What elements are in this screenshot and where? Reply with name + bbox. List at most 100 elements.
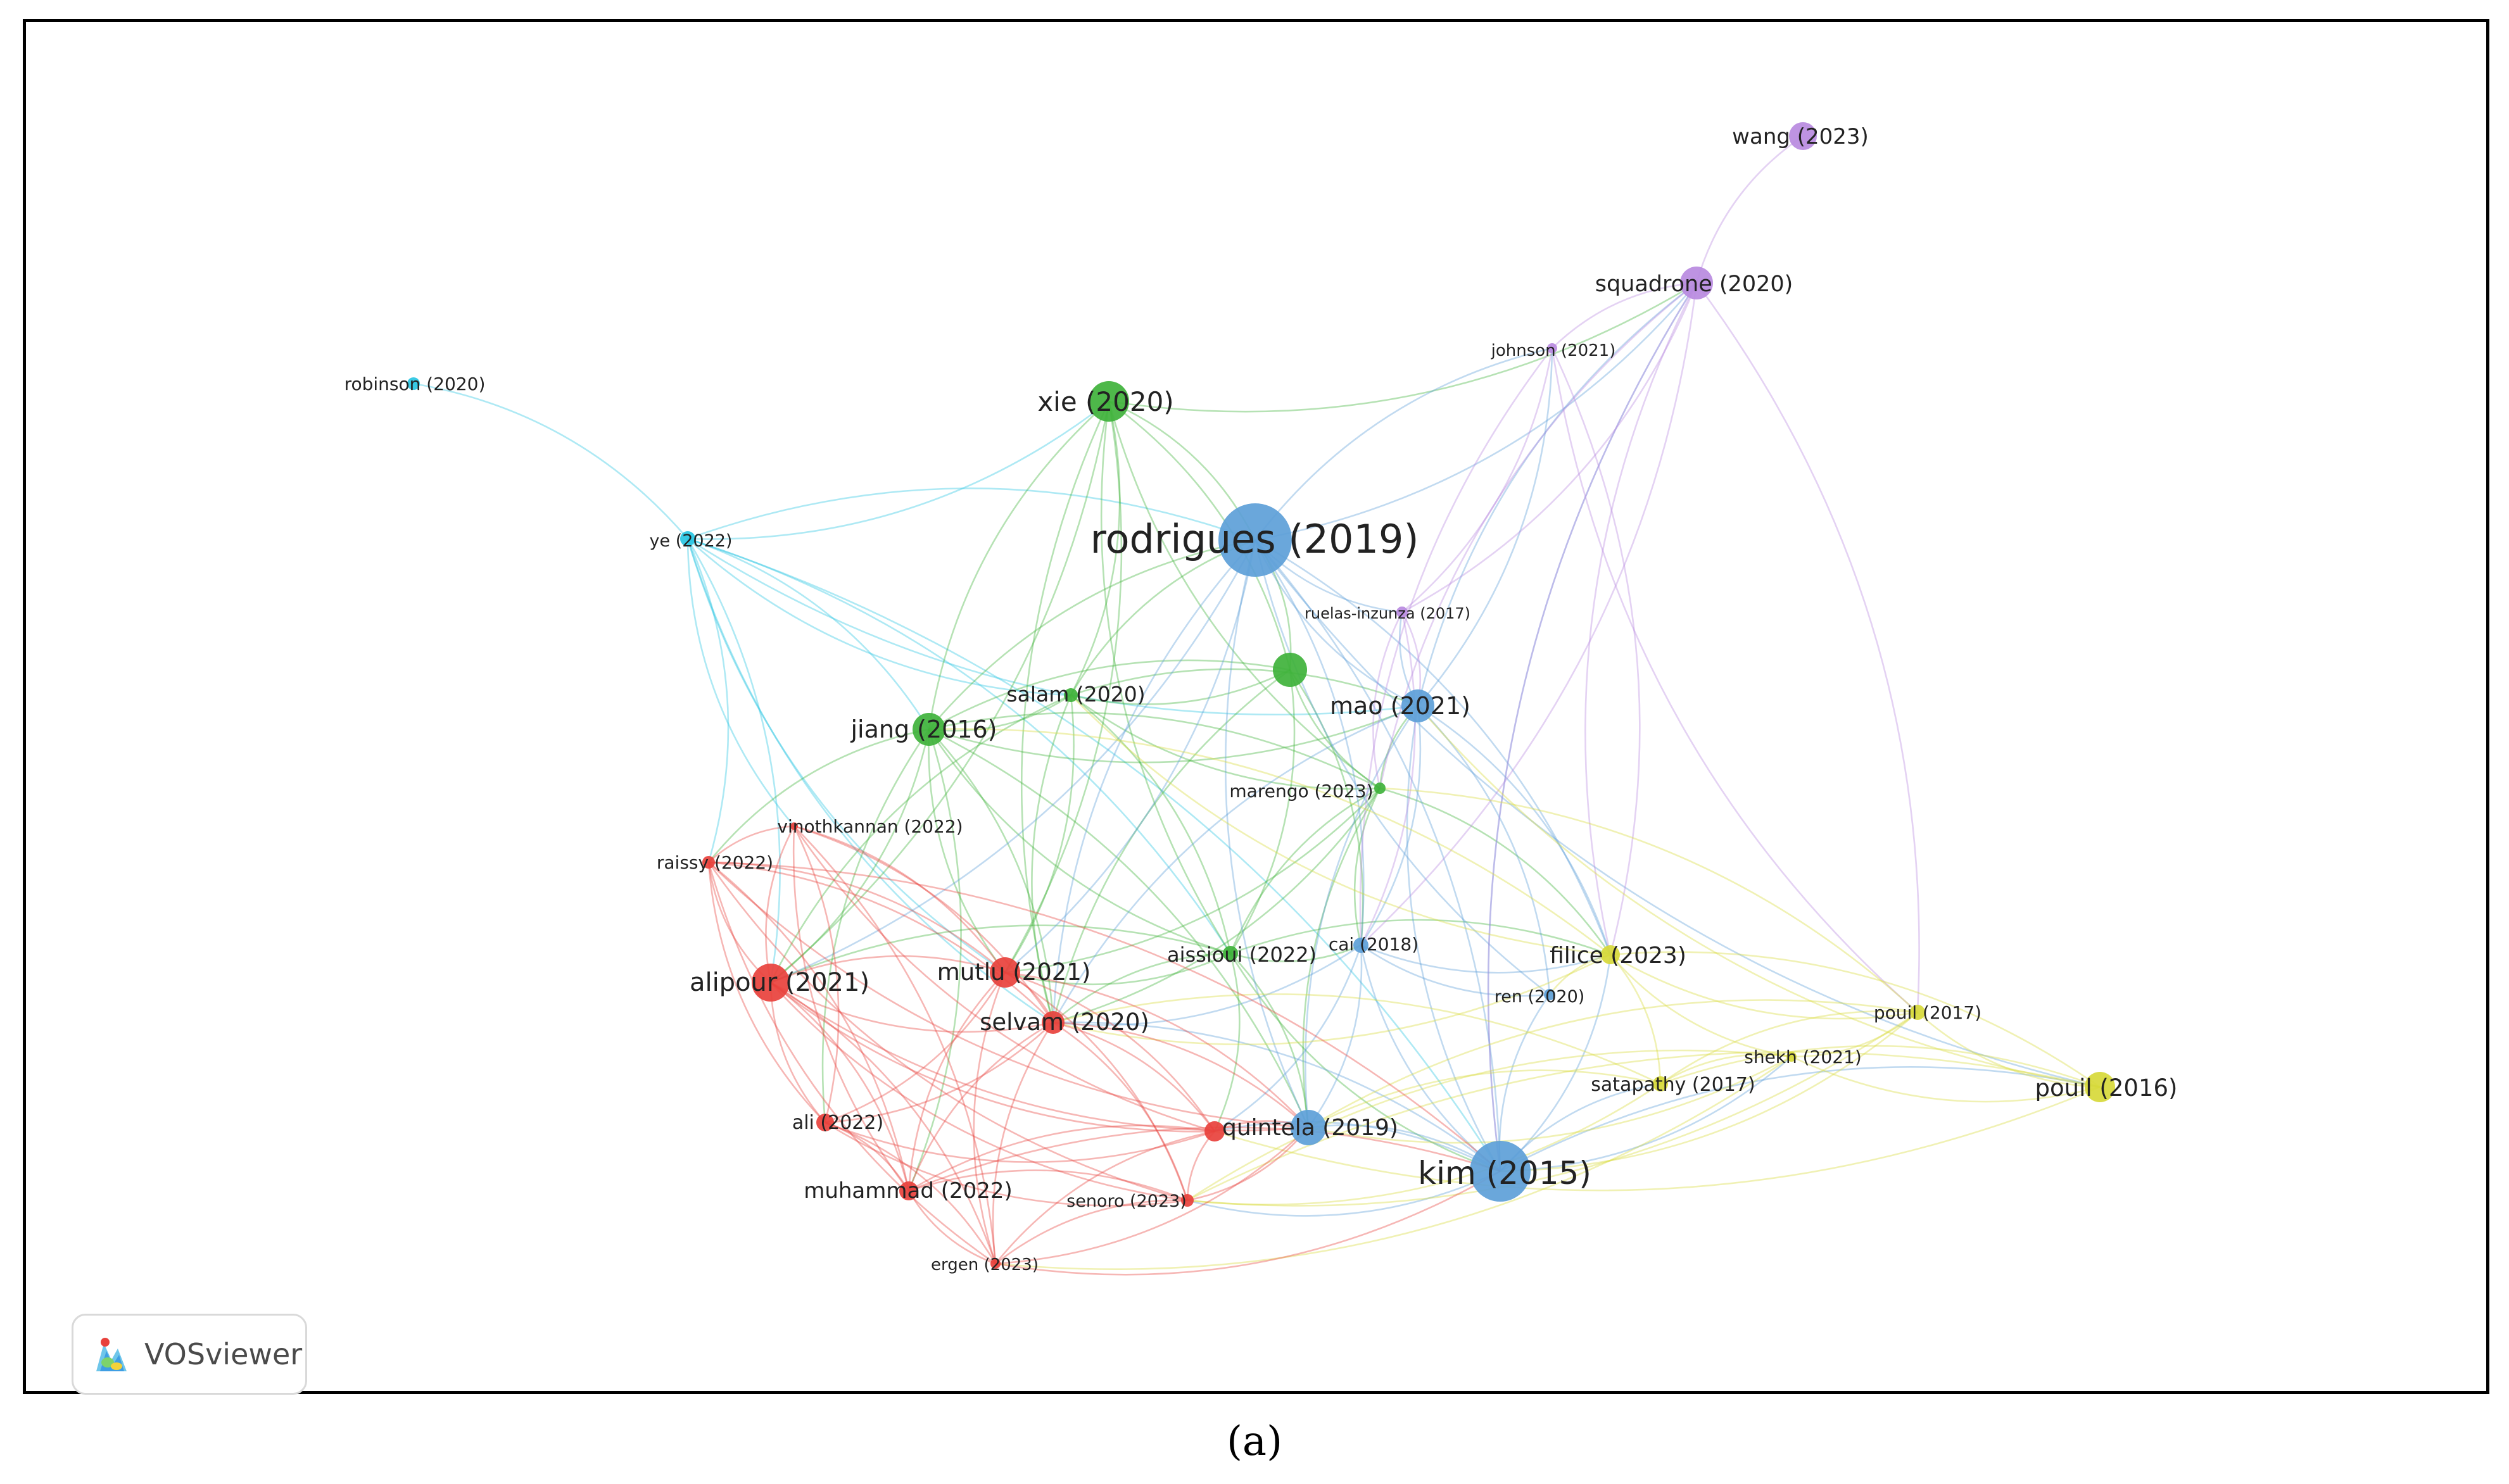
node-satapathy[interactable] — [1653, 1076, 1668, 1091]
node-shekh[interactable] — [1786, 1052, 1797, 1062]
node-label-aissioui[interactable]: aissioui (2022) — [1167, 943, 1317, 967]
node-ye[interactable] — [680, 531, 695, 546]
node-kim[interactable] — [1470, 1141, 1531, 1202]
node-label-squadrone[interactable]: squadrone (2020) — [1595, 272, 1793, 297]
node-label-selvam[interactable]: selvam (2020) — [980, 1009, 1149, 1036]
node-xie[interactable] — [1089, 381, 1129, 422]
node-label-filice[interactable]: filice (2023) — [1550, 943, 1686, 969]
link-ali-ergen — [825, 1121, 997, 1264]
node-cai[interactable] — [1353, 938, 1368, 953]
node-wang[interactable] — [1789, 122, 1817, 150]
link-pouil2016-satapathy — [1660, 1045, 2101, 1088]
link-robinson-ye — [413, 382, 688, 539]
node-label-kim[interactable]: kim (2015) — [1418, 1155, 1591, 1192]
node-ren[interactable] — [1544, 989, 1555, 1000]
node-label-ruelas[interactable]: ruelas-inzunza (2017) — [1305, 605, 1470, 622]
node-ruelas[interactable] — [1396, 607, 1408, 618]
node-label-ye[interactable]: ye (2022) — [650, 531, 733, 551]
vosviewer-logo-icon — [96, 1338, 127, 1371]
node-robinson[interactable] — [407, 377, 420, 390]
node-label-cai[interactable]: cai (2018) — [1329, 934, 1419, 955]
link-vinothkannan-red_unl — [793, 826, 1215, 1133]
node-squadrone[interactable] — [1680, 267, 1713, 299]
node-label-robinson[interactable]: robinson (2020) — [344, 374, 486, 394]
node-marengo[interactable] — [1374, 783, 1386, 794]
network-map[interactable]: rodrigues (2019) kim (2015) mao (2021) quin… — [26, 22, 2486, 1391]
node-selvam[interactable] — [1042, 1011, 1065, 1034]
link-mao-quintela — [1305, 705, 1419, 1128]
link-ye-jiang — [687, 538, 930, 730]
node-senoro[interactable] — [1181, 1194, 1194, 1207]
link-pouil2017-pouil2016 — [1917, 1012, 2101, 1088]
node-label-salam[interactable]: salam (2020) — [1006, 682, 1145, 707]
node-label-muhammad[interactable]: muhammad (2022) — [804, 1178, 1013, 1204]
node-pouil2017[interactable] — [1910, 1005, 1925, 1020]
node-label-shekh[interactable]: shekh (2021) — [1744, 1047, 1862, 1067]
node-aissioui[interactable] — [1223, 946, 1238, 961]
node-layer — [407, 122, 2115, 1269]
link-rodrigues-alipour — [770, 539, 1256, 984]
link-raissy-quintela — [708, 862, 1309, 1129]
node-salam[interactable] — [1064, 688, 1078, 702]
node-label-quintela[interactable]: quintela (2019) — [1222, 1115, 1398, 1141]
node-raissy[interactable] — [702, 856, 715, 869]
node-label-pouil2016[interactable]: pouil (2016) — [2035, 1074, 2178, 1102]
node-jiang[interactable] — [913, 713, 945, 746]
node-label-marengo[interactable]: marengo (2023) — [1229, 781, 1373, 802]
node-green_unl[interactable] — [1273, 653, 1307, 687]
node-muhammad[interactable] — [899, 1181, 918, 1200]
link-cai-red_unl — [1214, 945, 1362, 1133]
link-filice-selvam — [1052, 953, 1611, 1046]
node-johnson[interactable] — [1547, 343, 1557, 353]
link-ruelas-marengo — [1372, 612, 1403, 789]
link-ali-muhammad — [825, 1121, 910, 1192]
link-jiang-marengo — [928, 712, 1381, 789]
node-label-vinothkannan[interactable]: vinothkannan (2022) — [777, 816, 963, 837]
link-kim-filice — [1500, 954, 1612, 1172]
node-ali[interactable] — [816, 1114, 834, 1131]
node-label-johnson[interactable]: johnson (2021) — [1491, 341, 1616, 360]
link-pouil2017-satapathy — [1660, 1010, 1918, 1085]
link-ye-vinothkannan — [686, 538, 795, 827]
node-alipour[interactable] — [752, 964, 790, 1002]
node-label-rodrigues[interactable]: rodrigues (2019) — [1090, 516, 1419, 562]
link-rodrigues-johnson — [1254, 347, 1553, 541]
node-label-senoro[interactable]: senoro (2023) — [1066, 1192, 1187, 1211]
link-mao-filice — [1417, 705, 1612, 955]
node-label-ergen[interactable]: ergen (2023) — [931, 1255, 1039, 1274]
link-alipour-vinothkannan — [765, 826, 795, 983]
node-mutlu[interactable] — [990, 957, 1020, 988]
node-label-mutlu[interactable]: mutlu (2021) — [937, 959, 1091, 986]
node-label-satapathy[interactable]: satapathy (2017) — [1591, 1074, 1755, 1096]
node-label-ali[interactable]: ali (2022) — [792, 1112, 883, 1134]
node-label-xie[interactable]: xie (2020) — [1037, 386, 1173, 417]
node-label-wang[interactable]: wang (2023) — [1732, 124, 1869, 149]
node-label-mao[interactable]: mao (2021) — [1330, 692, 1470, 720]
node-label-jiang[interactable]: jiang (2016) — [850, 715, 997, 743]
node-mao[interactable] — [1401, 689, 1434, 722]
link-satapathy-senoro — [1187, 1083, 1661, 1205]
link-alipour-ergen — [770, 981, 997, 1264]
node-label-pouil2017[interactable]: pouil (2017) — [1874, 1002, 1981, 1023]
node-label-ren[interactable]: ren (2020) — [1495, 987, 1585, 1007]
node-quintela[interactable] — [1291, 1110, 1326, 1145]
link-xie-squadrone — [1108, 282, 1697, 413]
link-jiang-rodrigues — [928, 539, 1256, 730]
link-ergen-quintela — [995, 1127, 1309, 1265]
node-pouil2016[interactable] — [2085, 1072, 2115, 1102]
node-vinothkannan[interactable] — [790, 822, 798, 830]
link-ye-kim — [687, 538, 1501, 1172]
link-jiang-raissy — [707, 728, 930, 863]
link-ye-rodrigues — [687, 487, 1256, 541]
link-xie-green_unl — [1108, 400, 1291, 670]
node-label-alipour[interactable]: alipour (2021) — [690, 968, 869, 997]
link-muhammad-ergen — [907, 1190, 996, 1265]
node-label-raissy[interactable]: raissy (2022) — [657, 852, 773, 873]
link-jiang-quintela — [928, 728, 1310, 1128]
link-aissioui-quintela — [1230, 953, 1310, 1128]
node-red_unl[interactable] — [1204, 1121, 1225, 1141]
node-filice[interactable] — [1601, 945, 1620, 964]
node-ergen[interactable] — [990, 1259, 1001, 1269]
link-selvam-ergen — [992, 1022, 1054, 1264]
node-rodrigues[interactable] — [1218, 503, 1292, 577]
